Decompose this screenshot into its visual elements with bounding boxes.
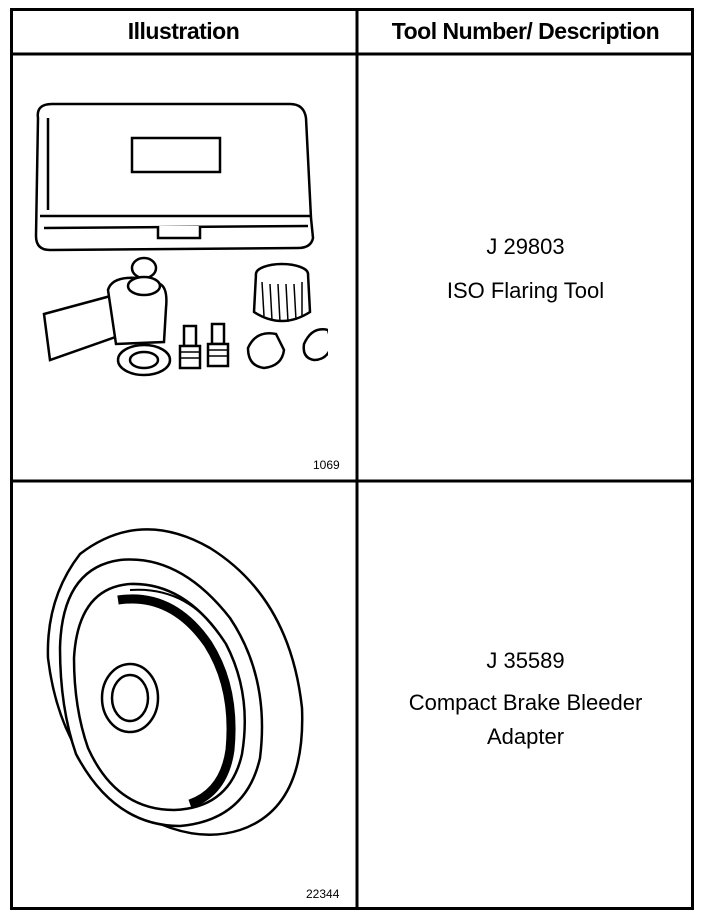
tool-description-line1: Compact Brake Bleeder [408,690,643,715]
tool-table: Illustration Tool Number/ Description [10,8,694,910]
tool-number: J 35589 [486,648,565,673]
tool-number: J 29803 [486,234,565,259]
brake-bleeder-adapter-icon [46,528,304,836]
tool-description-line2: Adapter [486,724,565,749]
header-tool-number: Tool Number/ Description [391,17,660,44]
flaring-tool-kit-icon [34,102,328,377]
figure-number: 22344 [306,887,340,901]
figure-number: 1069 [313,458,340,472]
table-grid [10,8,694,910]
header-illustration: Illustration [127,17,240,44]
tool-description: ISO Flaring Tool [446,278,605,303]
